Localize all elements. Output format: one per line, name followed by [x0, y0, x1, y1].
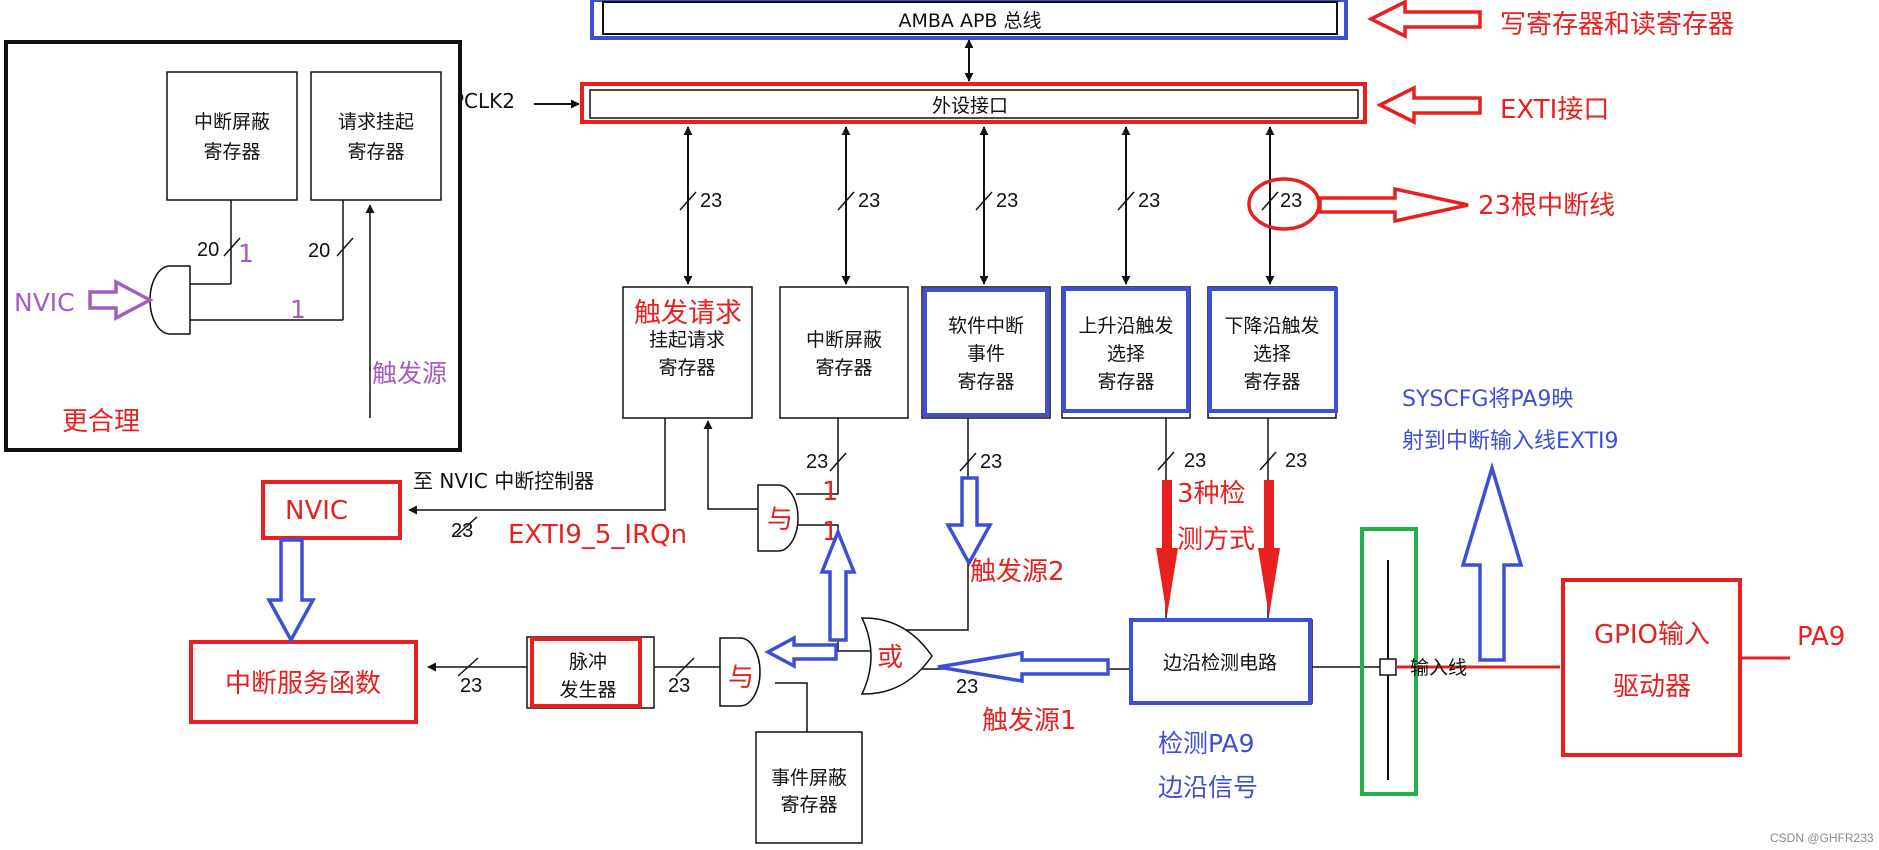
bus-width-13: 23: [956, 676, 978, 698]
nvic-box: NVIC: [261, 480, 402, 540]
interrupt-mask-register: 中断屏蔽 寄存器: [779, 286, 909, 419]
pending-register: 挂起请求 寄存器: [622, 286, 753, 419]
amba-apb-label: AMBA APB 总线: [899, 10, 1042, 32]
irqn-label: EXTI9_5_IRQn: [508, 520, 687, 550]
and-input-one-a: 1: [822, 477, 839, 507]
svg-text:软件中断: 软件中断: [948, 315, 1024, 337]
exti-interface-label: EXTI接口: [1500, 95, 1609, 125]
svg-text:发生器: 发生器: [559, 679, 616, 701]
pa9-label: PA9: [1797, 622, 1845, 652]
event-mask-register: 事件屏蔽 寄存器: [755, 731, 863, 844]
exti-if-arrow: [1376, 85, 1482, 125]
inset-pending-line2: 寄存器: [347, 141, 404, 163]
inset-one-b: 1: [290, 295, 306, 324]
inset-bus-20-b: 20: [308, 240, 330, 262]
amba-apb-bus: AMBA APB 总线: [590, 0, 1348, 40]
or-gate: 或: [860, 617, 933, 695]
svg-text:寄存器: 寄存器: [815, 357, 872, 379]
peripheral-interface-label: 外设接口: [932, 95, 1008, 117]
bus-width-1: 23: [700, 190, 722, 212]
inset-pending-line1: 请求挂起: [338, 111, 414, 133]
svg-text:或: 或: [877, 643, 903, 673]
and-gate-lower: 与: [719, 637, 761, 707]
inset-bus-20-a: 20: [197, 239, 219, 261]
trigger-request-label: 触发请求: [634, 298, 742, 329]
falling-trigger-register: 下降沿触发 选择 寄存器: [1207, 286, 1338, 419]
bus-width-8: 23: [980, 451, 1002, 473]
svg-text:选择: 选择: [1253, 343, 1291, 365]
detect-mode-arrows: [1156, 480, 1280, 616]
rising-trigger-register: 上升沿触发 选择 寄存器: [1061, 286, 1191, 419]
three-modes-line2: 测方式: [1177, 525, 1255, 555]
svg-text:边沿检测电路: 边沿检测电路: [1163, 652, 1277, 674]
svg-text:中断屏蔽: 中断屏蔽: [806, 329, 882, 351]
lines23-label: 23根中断线: [1478, 191, 1615, 221]
register-buses: [679, 126, 1279, 285]
edge-detect-circuit: 边沿检测电路: [1129, 618, 1313, 705]
gpio-driver-box: GPIO输入 驱动器: [1561, 578, 1742, 757]
svg-text:驱动器: 驱动器: [1613, 672, 1691, 702]
syscfg-line1: SYSCFG将PA9映: [1402, 387, 1573, 412]
svg-text:NVIC: NVIC: [285, 496, 348, 526]
svg-text:GPIO输入: GPIO输入: [1594, 620, 1710, 650]
svg-text:挂起请求: 挂起请求: [649, 329, 725, 351]
svg-text:与: 与: [728, 663, 754, 693]
svg-text:脉冲: 脉冲: [569, 651, 607, 673]
inset-one-a: 1: [238, 239, 254, 268]
svg-text:寄存器: 寄存器: [957, 371, 1014, 393]
bus-width-9: 23: [1184, 450, 1206, 472]
rw-arrow: [1367, 0, 1482, 39]
blue-arrows: [266, 461, 1524, 684]
pulse-generator: 脉冲 发生器: [526, 636, 655, 709]
svg-text:上升沿触发: 上升沿触发: [1078, 315, 1173, 337]
watermark: CSDN @GHFR233: [1770, 831, 1874, 845]
svg-text:下降沿触发: 下降沿触发: [1224, 315, 1319, 337]
peripheral-interface: 外设接口: [580, 82, 1367, 124]
svg-text:中断服务函数: 中断服务函数: [225, 669, 381, 699]
bus-width-5: 23: [1280, 190, 1302, 212]
inset-mask-line1: 中断屏蔽: [194, 111, 270, 133]
svg-text:寄存器: 寄存器: [1097, 371, 1154, 393]
lines23-arrow: [1318, 186, 1469, 224]
three-modes-line1: 3种检: [1177, 479, 1246, 509]
trigger-source-1-label: 触发源1: [982, 706, 1077, 736]
inset-trigger-source: 触发源: [372, 359, 447, 388]
bus-width-3: 23: [996, 190, 1018, 212]
inset-nvic-label: NVIC: [14, 288, 75, 317]
svg-text:选择: 选择: [1107, 343, 1145, 365]
inset-mask-line2: 寄存器: [203, 141, 260, 163]
bus-width-11: 23: [460, 675, 482, 697]
detect-pa9-line2: 边沿信号: [1158, 773, 1258, 802]
and-gate-upper: 与: [757, 484, 799, 552]
bus-width-2: 23: [858, 190, 880, 212]
bus-width-4: 23: [1138, 190, 1160, 212]
syscfg-line2: 射到中断输入线EXTI9: [1402, 429, 1619, 454]
bus-width-6: 23: [451, 520, 473, 542]
trigger-source-2-label: 触发源2: [970, 557, 1065, 587]
rw-registers-label: 写寄存器和读寄存器: [1500, 10, 1734, 40]
detect-pa9-line1: 检测PA9: [1158, 729, 1255, 758]
svg-text:与: 与: [767, 505, 793, 535]
pclk2-label: PCLK2: [452, 89, 515, 113]
inset-better-label: 更合理: [62, 407, 140, 437]
svg-text:输入线: 输入线: [1410, 657, 1467, 679]
bus-width-12: 23: [668, 675, 690, 697]
input-line: 输入线: [1360, 527, 1560, 796]
svg-text:寄存器: 寄存器: [658, 357, 715, 379]
svg-text:寄存器: 寄存器: [1243, 371, 1300, 393]
isr-box: 中断服务函数: [189, 640, 418, 724]
svg-text:事件屏蔽: 事件屏蔽: [771, 767, 847, 789]
software-interrupt-event-register: 软件中断 事件 寄存器: [921, 286, 1051, 419]
svg-text:寄存器: 寄存器: [780, 794, 837, 816]
inset-panel: [4, 40, 462, 452]
to-nvic-label: 至 NVIC 中断控制器: [413, 469, 594, 493]
bus-width-10: 23: [1285, 450, 1307, 472]
svg-text:事件: 事件: [967, 343, 1005, 365]
bus-width-7: 23: [806, 451, 828, 473]
